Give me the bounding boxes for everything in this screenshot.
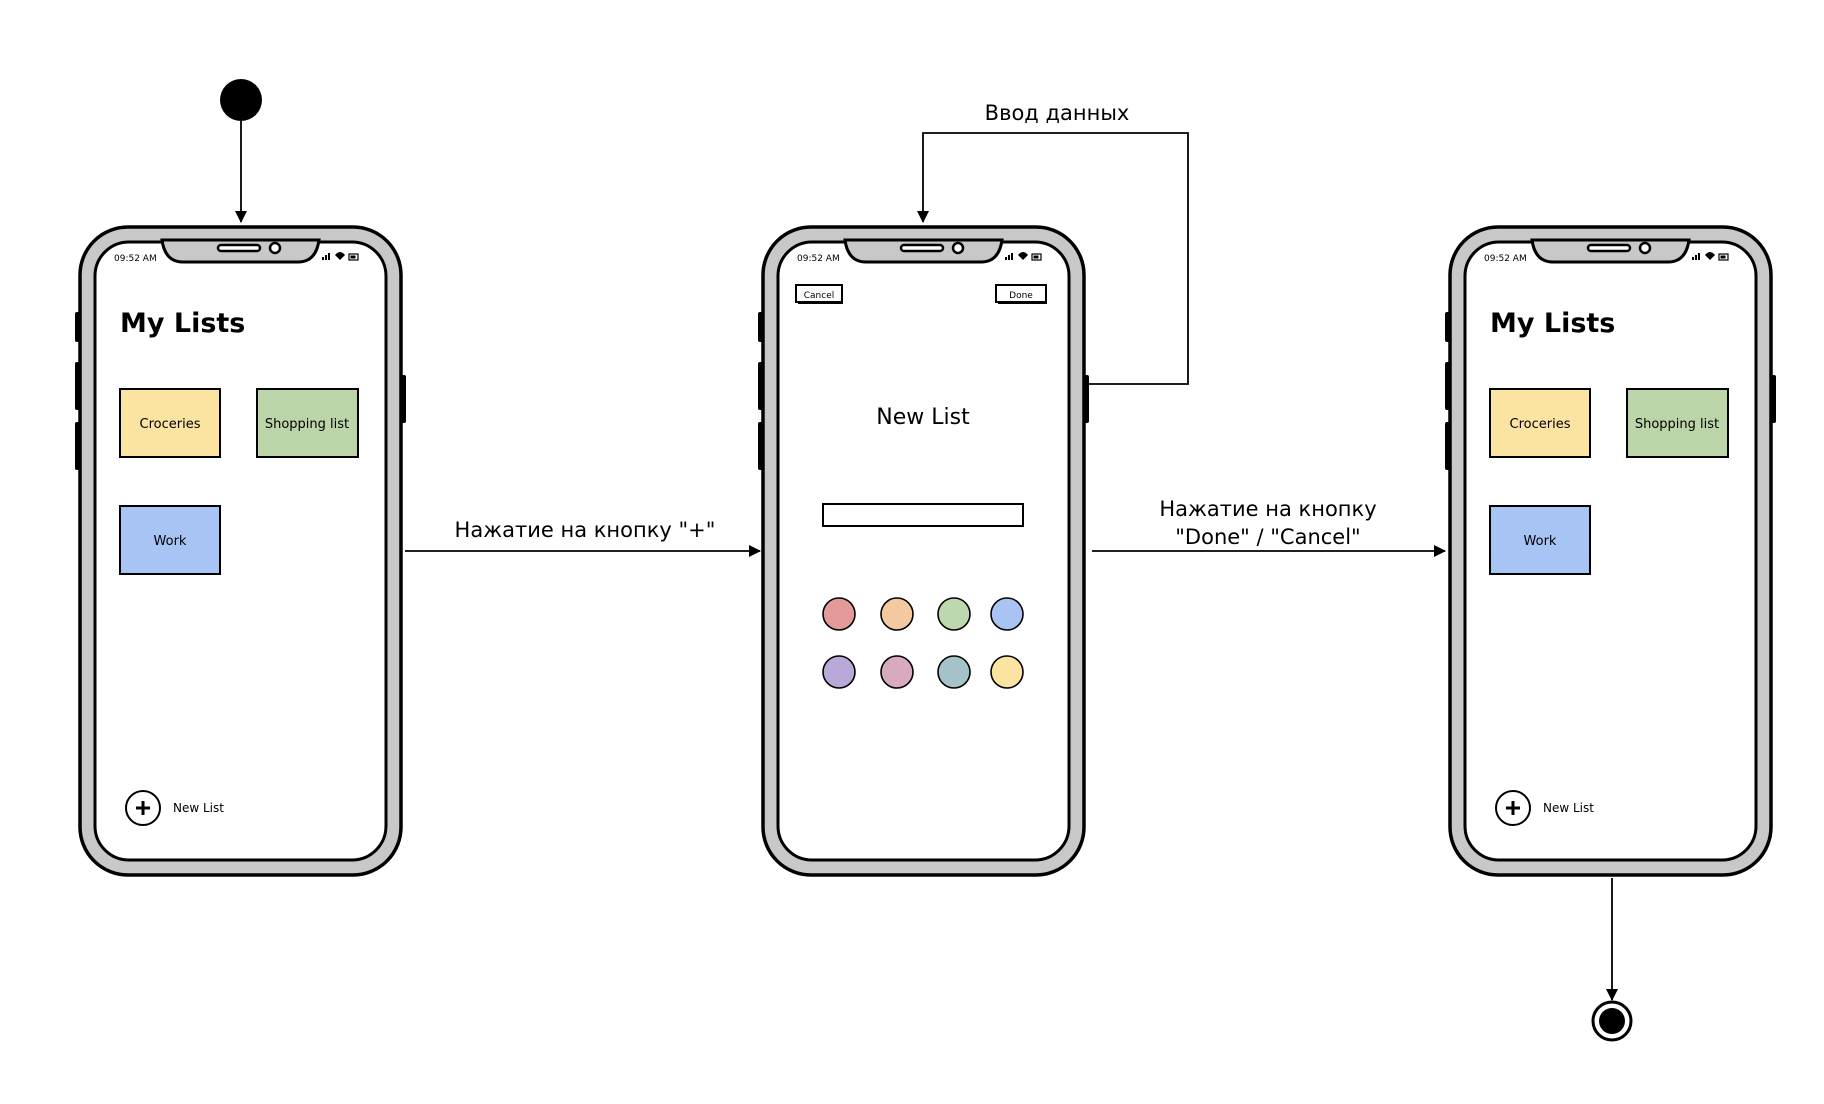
speaker — [899, 243, 945, 253]
phone-new-list: 09:52 AM Cancel Done New List — [758, 225, 1089, 877]
color-swatch[interactable] — [990, 597, 1024, 631]
cancel-label: Cancel — [804, 291, 835, 301]
new-list-label: New List — [1543, 801, 1594, 815]
card-label: Shopping list — [265, 417, 349, 432]
card-bg — [256, 388, 359, 458]
color-swatch[interactable] — [937, 655, 971, 689]
cancel-button[interactable]: Cancel — [795, 284, 843, 304]
wifi-icon — [1705, 252, 1715, 260]
list-card-work[interactable]: Work — [119, 505, 221, 575]
camera — [1638, 241, 1652, 255]
battery-icon — [348, 253, 359, 261]
color-swatch[interactable] — [880, 597, 914, 631]
card-label: Shopping list — [1635, 417, 1719, 432]
battery-icon — [1031, 253, 1042, 261]
list-card-work[interactable]: Work — [1489, 505, 1591, 575]
card-bg — [1626, 388, 1729, 458]
page-title: My Lists — [120, 308, 245, 339]
new-list-button[interactable]: New List — [125, 790, 224, 826]
speaker — [216, 243, 262, 253]
transition-label-plus: Нажатие на кнопку "+" — [455, 518, 716, 542]
start-node — [220, 79, 262, 121]
status-time: 09:52 AM — [1484, 254, 1527, 264]
phone-my-lists: 09:52 AM My Lists Croceries Shopping lis… — [75, 225, 406, 877]
list-card-groceries[interactable]: Croceries — [119, 388, 221, 458]
signal-icon — [1692, 253, 1700, 260]
wifi-icon — [1018, 252, 1028, 260]
wifi-icon — [335, 252, 345, 260]
done-label: Done — [1009, 291, 1033, 301]
transition-label-input: Ввод данных — [985, 101, 1130, 125]
card-bg — [119, 505, 221, 575]
new-list-title: New List — [876, 405, 970, 430]
color-swatch[interactable] — [990, 655, 1024, 689]
speaker — [1586, 243, 1632, 253]
new-list-button[interactable]: New List — [1495, 790, 1594, 826]
signal-icon — [1005, 253, 1013, 260]
card-label: Croceries — [140, 417, 201, 432]
screen — [776, 240, 1071, 862]
color-swatch[interactable] — [880, 655, 914, 689]
color-swatches — [822, 597, 1024, 689]
card-label: Croceries — [1510, 417, 1571, 432]
card-bg — [1489, 388, 1591, 458]
list-name-input[interactable] — [822, 503, 1024, 527]
color-swatch[interactable] — [822, 597, 856, 631]
new-list-label: New List — [173, 801, 224, 815]
card-label: Work — [1524, 534, 1557, 549]
status-time: 09:52 AM — [114, 254, 157, 264]
done-button[interactable]: Done — [995, 284, 1047, 304]
page-title: My Lists — [1490, 308, 1615, 339]
end-node — [1591, 1000, 1633, 1042]
arrow-input-loop — [917, 132, 1189, 385]
transition-label-done-line1: Нажатие на кнопку — [1159, 497, 1376, 521]
phone-my-lists-result: 09:52 AM My Lists Croceries Shopping lis… — [1445, 225, 1776, 877]
transition-label-done-line2: "Done" / "Cancel" — [1175, 525, 1360, 549]
plus-sign — [1506, 801, 1520, 815]
list-card-shopping[interactable]: Shopping list — [256, 388, 359, 458]
list-card-shopping[interactable]: Shopping list — [1626, 388, 1729, 458]
card-label: Work — [154, 534, 187, 549]
signal-icon — [322, 253, 330, 260]
plus-sign — [136, 801, 150, 815]
status-time: 09:52 AM — [797, 254, 840, 264]
camera — [268, 241, 282, 255]
color-swatch[interactable] — [822, 655, 856, 689]
card-bg — [119, 388, 221, 458]
camera — [951, 241, 965, 255]
battery-icon — [1718, 253, 1729, 261]
color-swatch[interactable] — [937, 597, 971, 631]
card-bg — [1489, 505, 1591, 575]
list-card-groceries[interactable]: Croceries — [1489, 388, 1591, 458]
